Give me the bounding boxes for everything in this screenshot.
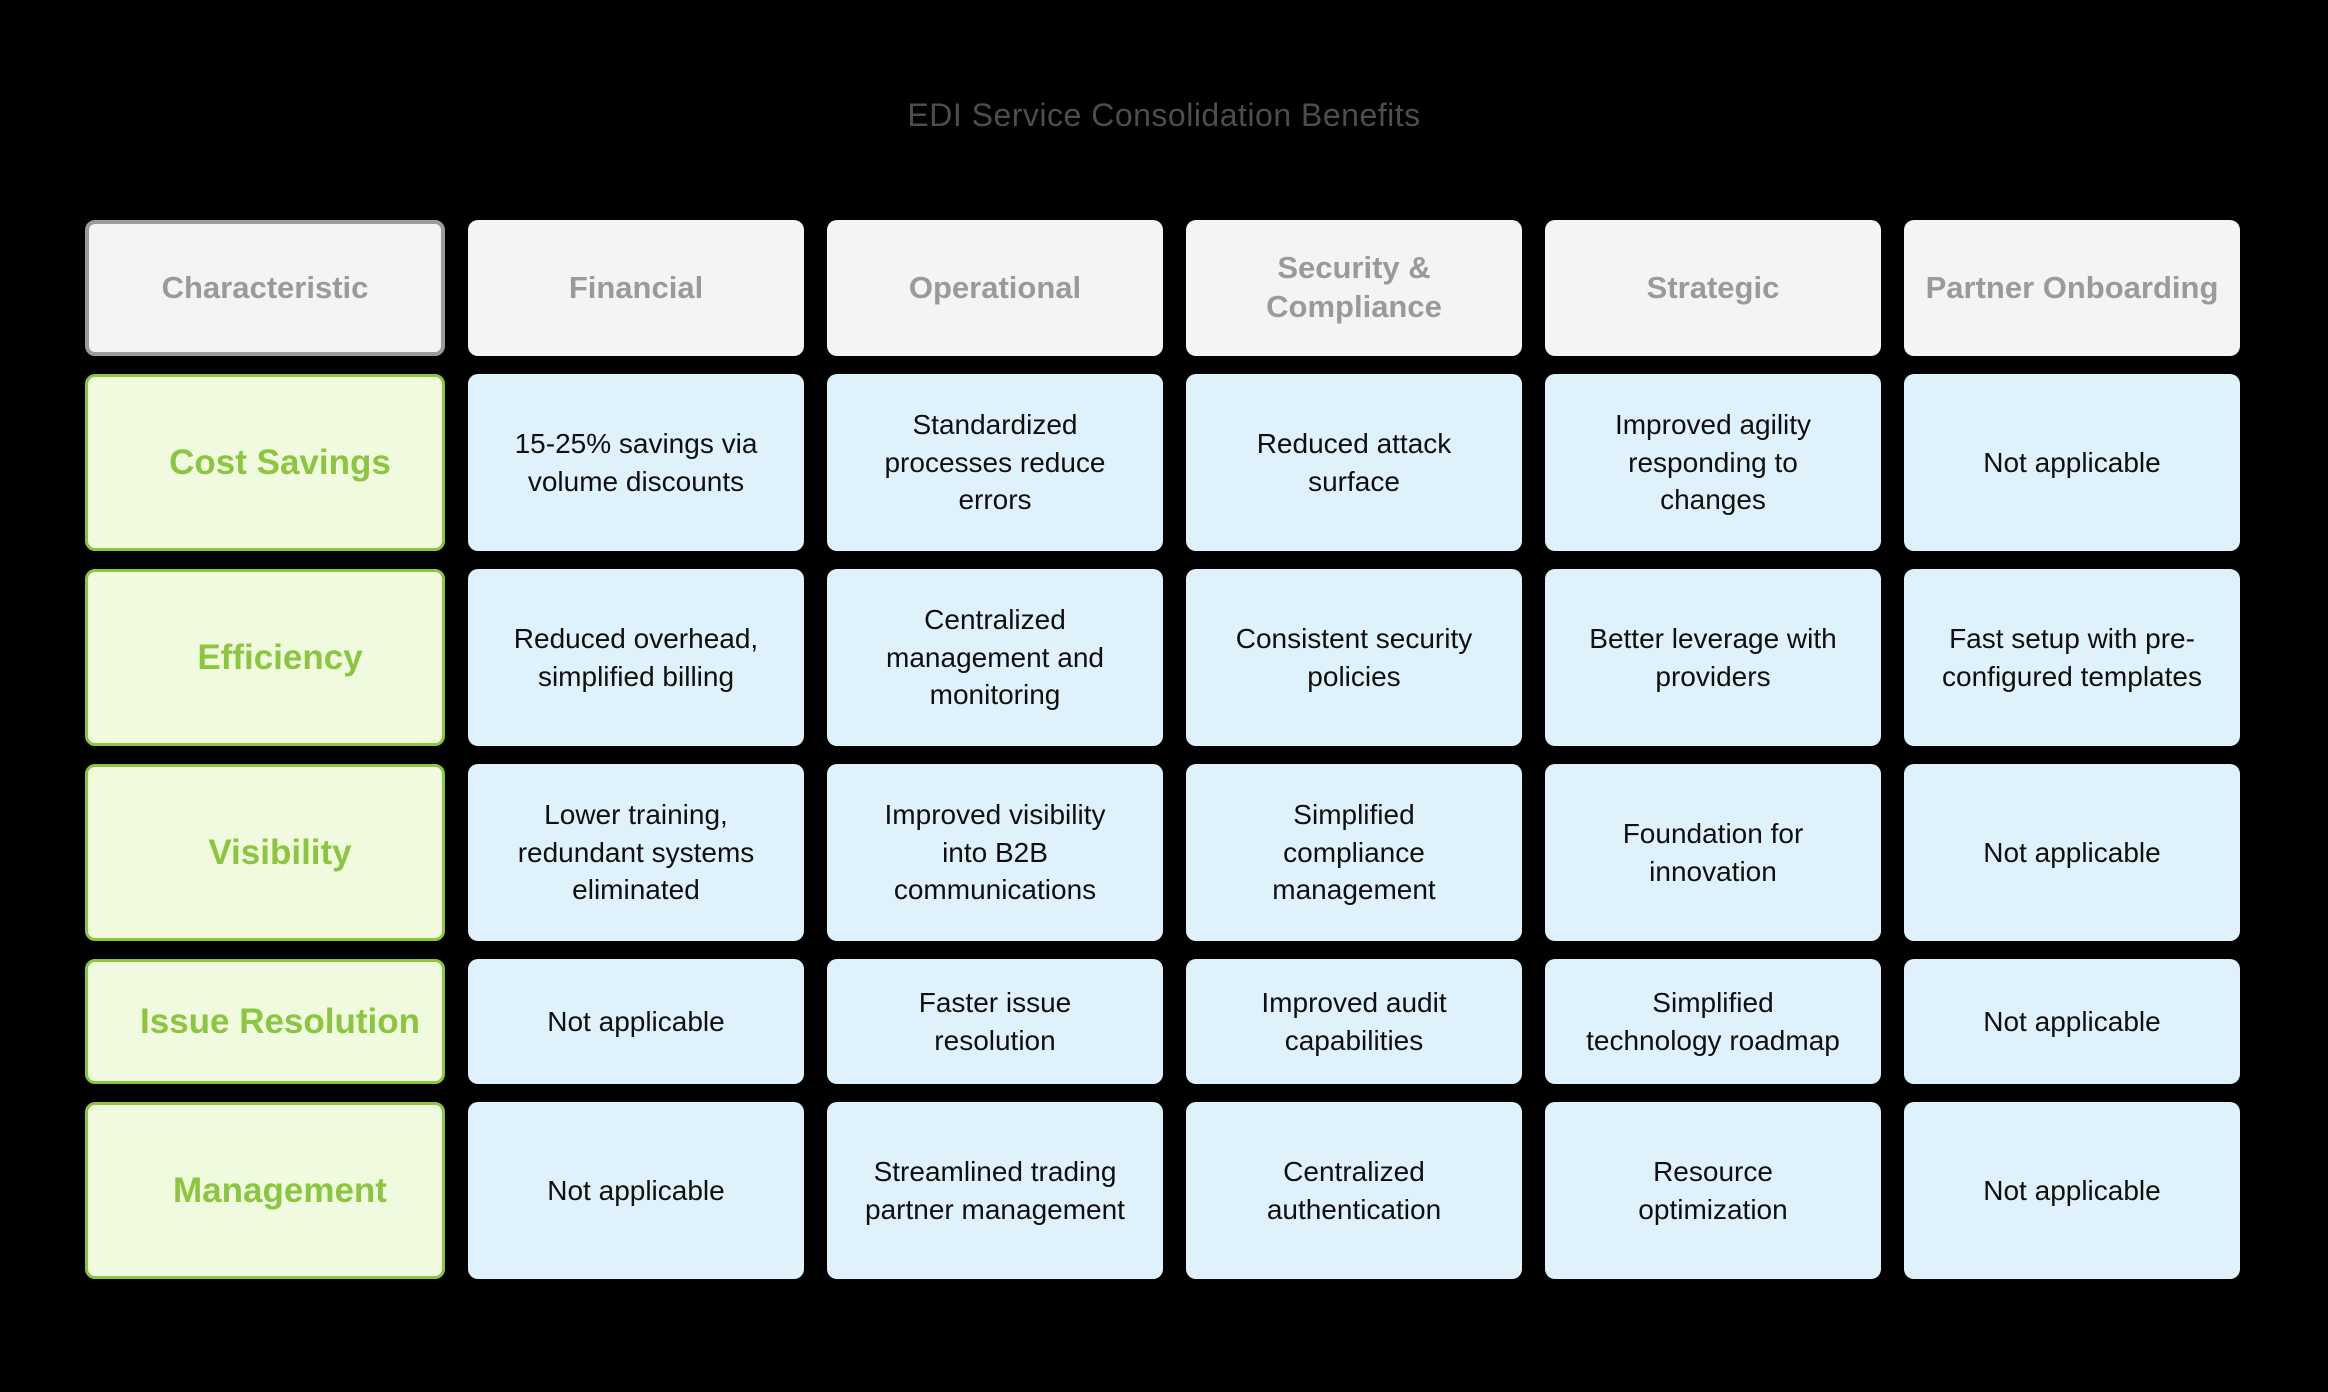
cell-efficiency-security-compliance: Consistent security policies <box>1186 569 1522 746</box>
row-header-visibility: Visibility <box>85 764 445 941</box>
cell-cost-savings-partner-onboarding: Not applicable <box>1904 374 2240 551</box>
column-header-characteristic: Characteristic <box>85 220 445 356</box>
cell-efficiency-operational: Centralized management and monitoring <box>827 569 1163 746</box>
column-header-security-compliance: Security & Compliance <box>1186 220 1522 356</box>
cell-cost-savings-strategic: Improved agility responding to changes <box>1545 374 1881 551</box>
row-header-cost-savings: Cost Savings <box>85 374 445 551</box>
cell-visibility-financial: Lower training, redundant systems elimin… <box>468 764 804 941</box>
cell-issue-resolution-operational: Faster issue resolution <box>827 959 1163 1084</box>
cell-management-security-compliance: Centralized authentication <box>1186 1102 1522 1279</box>
cell-visibility-partner-onboarding: Not applicable <box>1904 764 2240 941</box>
cell-management-operational: Streamlined trading partner management <box>827 1102 1163 1279</box>
cell-issue-resolution-financial: Not applicable <box>468 959 804 1084</box>
column-header-strategic: Strategic <box>1545 220 1881 356</box>
cell-efficiency-strategic: Better leverage with providers <box>1545 569 1881 746</box>
cell-cost-savings-financial: 15-25% savings via volume discounts <box>468 374 804 551</box>
cell-cost-savings-security-compliance: Reduced attack surface <box>1186 374 1522 551</box>
page-title: EDI Service Consolidation Benefits <box>907 97 1421 133</box>
cell-management-financial: Not applicable <box>468 1102 804 1279</box>
column-header-financial: Financial <box>468 220 804 356</box>
cell-visibility-security-compliance: Simplified compliance management <box>1186 764 1522 941</box>
column-header-partner-onboarding: Partner Onboarding <box>1904 220 2240 356</box>
cell-efficiency-partner-onboarding: Fast setup with pre-configured templates <box>1904 569 2240 746</box>
cell-management-strategic: Resource optimization <box>1545 1102 1881 1279</box>
cell-issue-resolution-partner-onboarding: Not applicable <box>1904 959 2240 1084</box>
cell-management-partner-onboarding: Not applicable <box>1904 1102 2240 1279</box>
row-header-issue-resolution: Issue Resolution <box>85 959 445 1084</box>
row-header-management: Management <box>85 1102 445 1279</box>
cell-visibility-strategic: Foundation for innovation <box>1545 764 1881 941</box>
cell-issue-resolution-strategic: Simplified technology roadmap <box>1545 959 1881 1084</box>
cell-efficiency-financial: Reduced overhead, simplified billing <box>468 569 804 746</box>
column-header-operational: Operational <box>827 220 1163 356</box>
cell-visibility-operational: Improved visibility into B2B communicati… <box>827 764 1163 941</box>
cell-issue-resolution-security-compliance: Improved audit capabilities <box>1186 959 1522 1084</box>
cell-cost-savings-operational: Standardized processes reduce errors <box>827 374 1163 551</box>
row-header-efficiency: Efficiency <box>85 569 445 746</box>
